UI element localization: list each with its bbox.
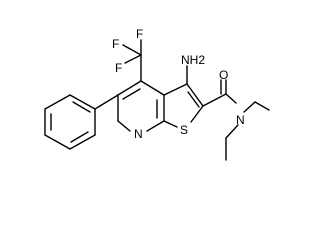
atom-f-lower: F	[115, 61, 122, 75]
structure-svg: F F F NH2 O N N S	[44, 27, 270, 161]
bond	[69, 134, 96, 150]
atom-f-top: F	[136, 27, 143, 41]
atom-nh2: NH2	[181, 53, 205, 67]
bond	[117, 80, 142, 96]
ethyl-groups	[225, 101, 270, 161]
bond	[163, 120, 178, 128]
bond	[44, 134, 71, 150]
amide-group	[202, 79, 237, 107]
bond	[187, 91, 200, 108]
pyridine-ring	[117, 80, 165, 132]
bond	[163, 83, 188, 96]
bond	[124, 54, 142, 64]
atom-n-amide: N	[236, 113, 245, 127]
atom-f-left: F	[112, 37, 119, 51]
bond	[140, 80, 165, 96]
bond	[122, 88, 141, 100]
phenyl-ring	[44, 94, 96, 150]
bond	[202, 93, 227, 107]
bond	[72, 101, 91, 113]
thiophene-ring	[163, 83, 204, 128]
molecule-diagram: F F F NH2 O N N S	[44, 27, 270, 161]
bond	[225, 93, 237, 104]
bond	[94, 94, 119, 110]
bond	[70, 131, 89, 143]
bond	[190, 105, 204, 123]
atom-o: O	[219, 68, 228, 82]
atom-s: S	[180, 123, 188, 137]
bond	[146, 120, 165, 132]
atom-n-pyridine: N	[134, 127, 143, 141]
bond	[225, 124, 239, 139]
bond	[69, 94, 96, 110]
trifluoromethyl-group	[122, 39, 142, 82]
bond	[243, 101, 256, 113]
bond	[186, 83, 204, 107]
bond	[44, 94, 71, 110]
bond	[122, 44, 142, 56]
bond	[117, 120, 131, 132]
bond	[254, 101, 270, 111]
